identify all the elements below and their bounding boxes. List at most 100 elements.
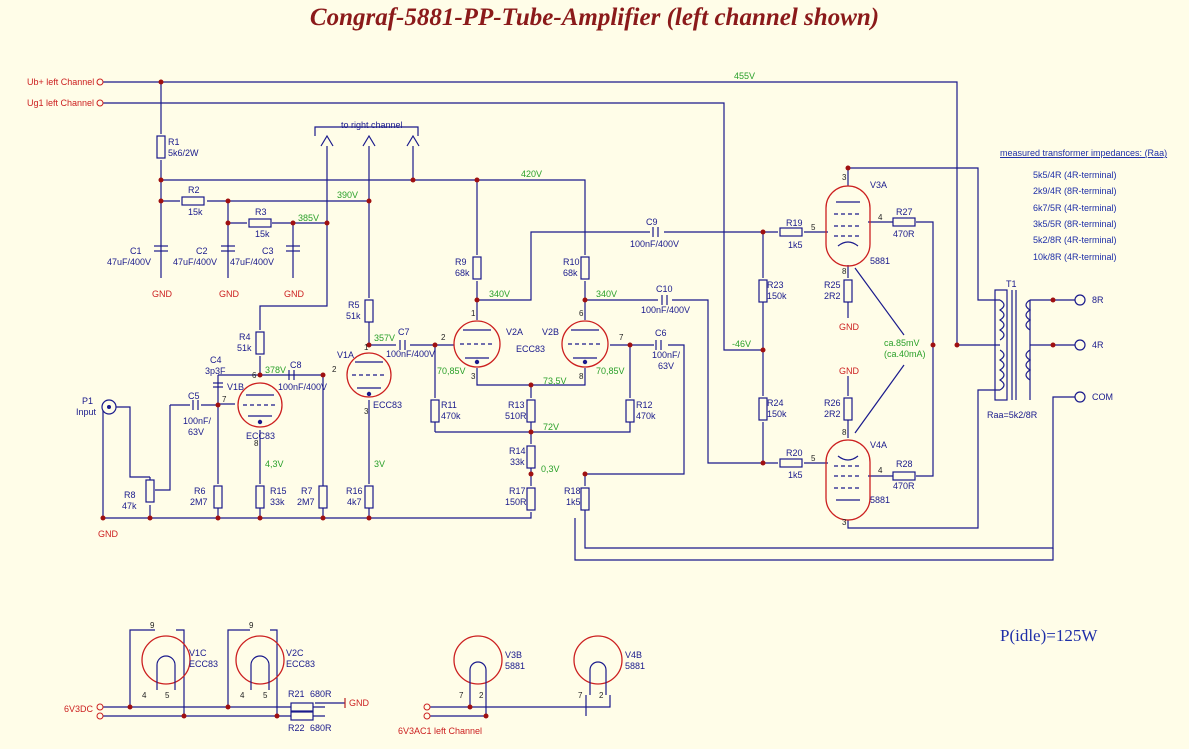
tube-v3a: [825, 185, 871, 267]
pin-v2a-3: 3: [471, 372, 476, 381]
r16-ref: R16: [346, 486, 363, 496]
label-p1: P1: [82, 396, 93, 406]
r4-ref: R4: [239, 332, 251, 342]
r5-value: 51k: [346, 311, 361, 321]
c6-ref: C6: [655, 328, 667, 338]
c10-ref: C10: [656, 284, 673, 294]
impedance-item: 5k2/8R (4R-terminal): [1033, 235, 1117, 245]
tube-v2a: [453, 320, 501, 368]
voltage-72: 72V: [543, 422, 559, 432]
to-right-arrows: [320, 134, 420, 147]
pin-v3a-5: 5: [811, 223, 816, 232]
r27-ref: R27: [896, 207, 913, 217]
r18-ref: R18: [564, 486, 581, 496]
voltage-455: 455V: [734, 71, 755, 81]
v1b-ref: V1B: [227, 382, 244, 392]
v1b-type: ECC83: [246, 431, 275, 441]
c6-value-a: 100nF/: [652, 350, 681, 360]
impedance-item: 3k5/5R (8R-terminal): [1033, 219, 1117, 229]
r28-value: 470R: [893, 481, 915, 491]
pin-v1a-1: 1: [364, 343, 369, 352]
r1-value: 5k6/2W: [168, 148, 199, 158]
impedance-item: 6k7/5R (4R-terminal): [1033, 203, 1117, 213]
v1c-type: ECC83: [189, 659, 218, 669]
pin-v1b-8: 8: [254, 439, 259, 448]
pin-v1a-2: 2: [332, 365, 337, 374]
r20-value: 1k5: [788, 470, 803, 480]
tube-v4b: [573, 635, 623, 685]
r26-value: 2R2: [824, 409, 841, 419]
label-out8: 8R: [1092, 295, 1104, 305]
r3-ref: R3: [255, 207, 267, 217]
r13-value: 510R: [505, 411, 527, 421]
r24-ref: R24: [767, 398, 784, 408]
r17-ref: R17: [509, 486, 526, 496]
label-ub: Ub+ left Channel: [27, 77, 94, 87]
r24-value: 150k: [767, 409, 787, 419]
r25-value: 2R2: [824, 291, 841, 301]
v3b-ref: V3B: [505, 650, 522, 660]
voltage-390: 390V: [337, 190, 358, 200]
label-com: COM: [1092, 392, 1113, 402]
v4b-type: 5881: [625, 661, 645, 671]
label-out4: 4R: [1092, 340, 1104, 350]
r12-ref: R12: [636, 400, 653, 410]
c8-value: 100nF/400V: [278, 382, 327, 392]
v3a-ref: V3A: [870, 180, 887, 190]
pin-v1a-3: 3: [364, 407, 369, 416]
r7-value: 2M7: [297, 497, 315, 507]
tube-v1b: [237, 382, 283, 428]
v2c-type: ECC83: [286, 659, 315, 669]
gnd-heater: GND: [349, 698, 370, 708]
pin-v1c-9: 9: [150, 621, 155, 630]
tube-v4a: [825, 439, 871, 521]
tube-v2b: [561, 320, 609, 368]
voltage-735: 73,5V: [543, 376, 567, 386]
c1-value: 47uF/400V: [107, 257, 151, 267]
r22-ref: R22: [288, 723, 305, 733]
voltage-378: 378V: [265, 365, 286, 375]
r2-value: 15k: [188, 207, 203, 217]
tube-v3b: [453, 635, 503, 685]
pin-v4a-8: 8: [842, 428, 847, 437]
r23-ref: R23: [767, 280, 784, 290]
r14-ref: R14: [509, 446, 526, 456]
t1-raa: Raa=5k2/8R: [987, 410, 1038, 420]
voltage-385: 385V: [298, 213, 319, 223]
tube-v1c: [141, 635, 191, 685]
impedance-item: 5k5/4R (4R-terminal): [1033, 170, 1117, 180]
voltage-neg46: -46V: [732, 339, 751, 349]
ports: [96, 78, 1086, 720]
feedback-arrows: [854, 267, 905, 434]
voltage-340a: 340V: [489, 289, 510, 299]
voltage-03: 0,3V: [541, 464, 560, 474]
idle-power: P(idle)=125W: [1000, 626, 1098, 645]
v2-type: ECC83: [516, 344, 545, 354]
pin-v3a-4: 4: [878, 213, 883, 222]
r1-ref: R1: [168, 137, 180, 147]
gnd-c2: GND: [219, 289, 240, 299]
impedance-item: 2k9/4R (8R-terminal): [1033, 186, 1117, 196]
c1-ref: C1: [130, 246, 142, 256]
r22-value: 680R: [310, 723, 332, 733]
c7-value: 100nF/400V: [386, 349, 435, 359]
pin-v2b-6: 6: [579, 309, 584, 318]
voltage-357: 357V: [374, 333, 395, 343]
label-6v3dc: 6V3DC: [64, 704, 94, 714]
r14-value: 33k: [510, 457, 525, 467]
voltage-340b: 340V: [596, 289, 617, 299]
r12-value: 470k: [636, 411, 656, 421]
r17-value: 150R: [505, 497, 527, 507]
r16-value: 4k7: [347, 497, 362, 507]
impedance-item: 10k/8R (4R-terminal): [1033, 252, 1117, 262]
r27-value: 470R: [893, 229, 915, 239]
tube-v1a: [346, 352, 392, 398]
tube-v2c: [235, 635, 285, 685]
voltage-43: 4,3V: [265, 459, 284, 469]
r19-ref: R19: [786, 218, 803, 228]
pin-v2c-9: 9: [249, 621, 254, 630]
r10-value: 68k: [563, 268, 578, 278]
r4-value: 51k: [237, 343, 252, 353]
tubes: [141, 185, 871, 695]
r25-ref: R25: [824, 280, 841, 290]
